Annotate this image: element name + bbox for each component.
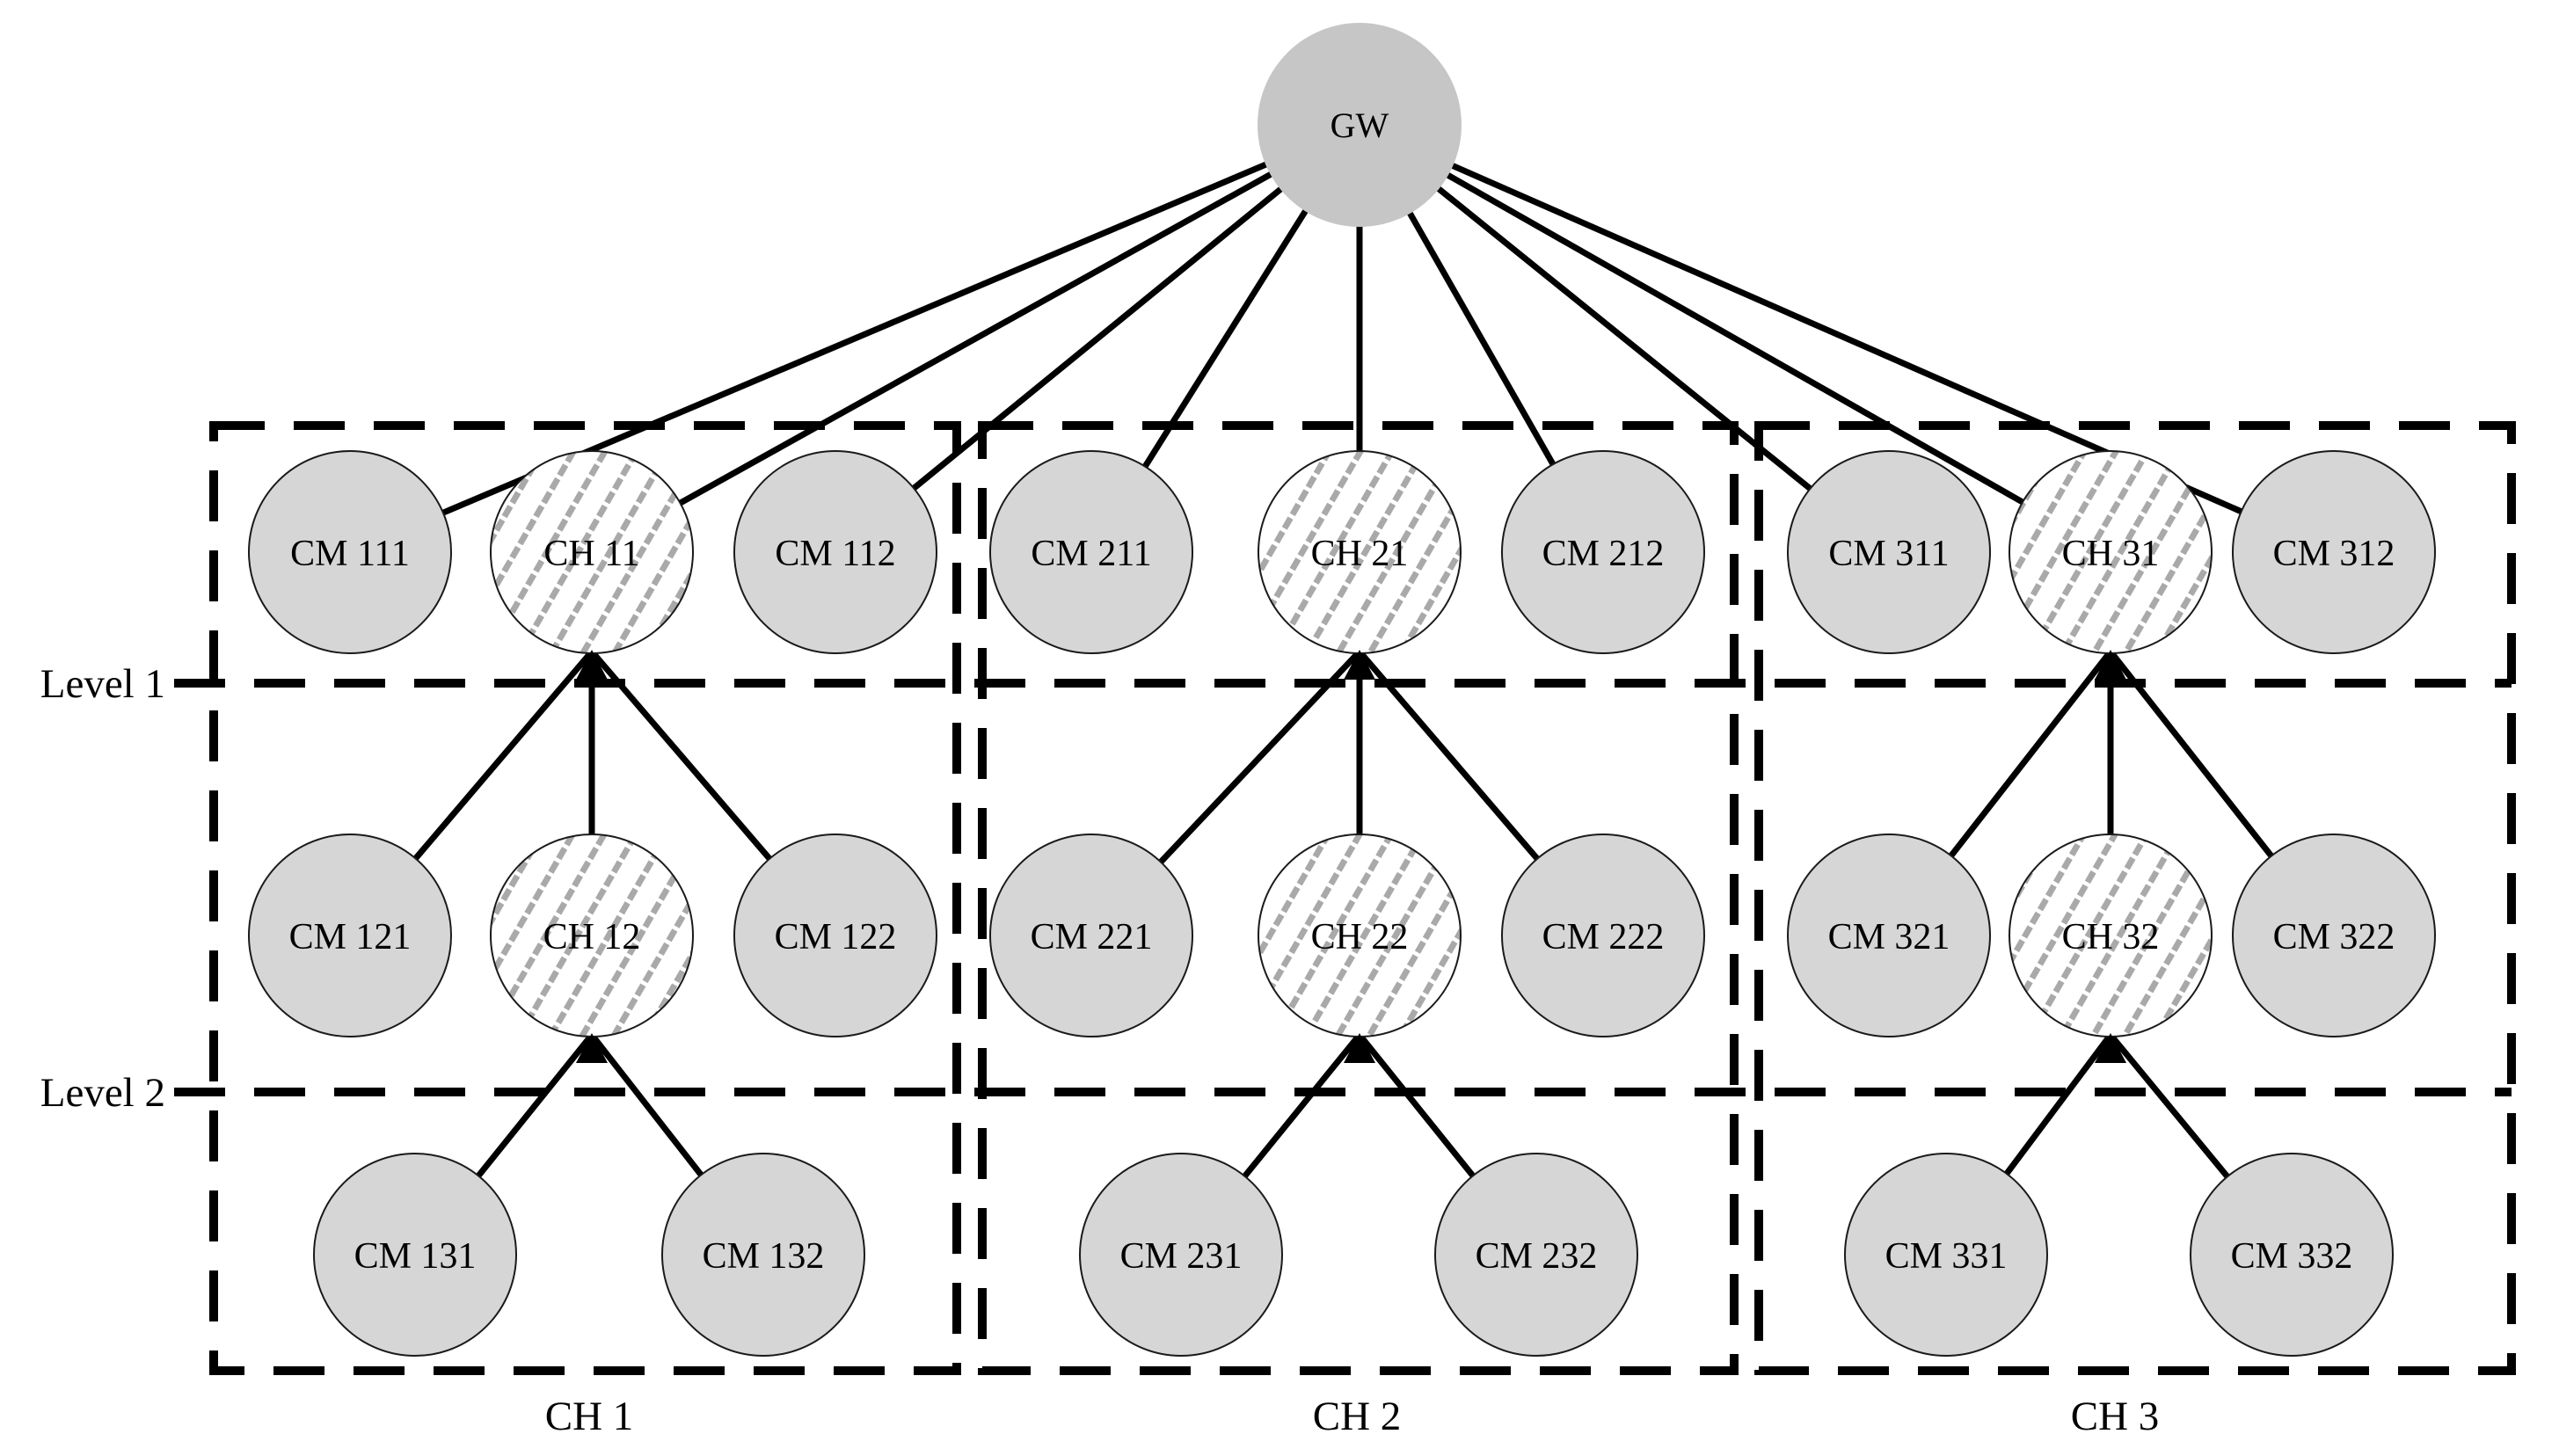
node-label-CM311: CM 311 bbox=[1828, 534, 1949, 574]
edge-GW-CM111 bbox=[348, 121, 1361, 556]
node-label-CM312: CM 312 bbox=[2273, 534, 2395, 574]
node-label-CH32: CH 32 bbox=[2062, 917, 2160, 957]
member-node-CM211 bbox=[989, 450, 1193, 654]
cluster-2-boundary-box bbox=[978, 421, 1739, 1375]
member-node-CM212 bbox=[1501, 450, 1705, 654]
node-label-CM112: CM 112 bbox=[775, 534, 895, 574]
node-label-CM212: CM 212 bbox=[1542, 534, 1665, 574]
arrowhead-into-CH12 bbox=[576, 1033, 608, 1063]
member-node-CM122 bbox=[733, 834, 937, 1037]
cluster-3-label: CH 3 bbox=[2071, 1394, 2160, 1439]
node-label-CM132: CM 132 bbox=[703, 1236, 825, 1277]
member-node-CM131 bbox=[313, 1153, 517, 1357]
member-node-CM121 bbox=[248, 834, 452, 1037]
member-node-CM222 bbox=[1501, 834, 1705, 1037]
node-label-CM322: CM 322 bbox=[2273, 917, 2395, 957]
member-node-CM321 bbox=[1787, 834, 1991, 1037]
node-label-CM122: CM 122 bbox=[775, 917, 897, 957]
cluster-3-boundary-box bbox=[1754, 421, 2516, 1375]
member-node-CM231 bbox=[1079, 1153, 1283, 1357]
node-label-CM221: CM 221 bbox=[1031, 917, 1153, 957]
node-label-CM111: CM 111 bbox=[290, 534, 410, 574]
node-label-CH12: CH 12 bbox=[543, 917, 641, 957]
member-node-CM232 bbox=[1434, 1153, 1638, 1357]
arrowhead-into-CH11 bbox=[576, 650, 608, 680]
node-label-GW: GW bbox=[1331, 106, 1389, 145]
edge-GW-CM112 bbox=[833, 122, 1362, 555]
level-1-label: Level 1 bbox=[40, 661, 165, 707]
member-node-CM312 bbox=[2232, 450, 2436, 654]
member-node-CM322 bbox=[2232, 834, 2436, 1037]
node-label-CM131: CM 131 bbox=[354, 1236, 477, 1277]
node-label-CM211: CM 211 bbox=[1031, 534, 1151, 574]
level-2-label: Level 2 bbox=[40, 1070, 165, 1116]
node-label-CH31: CH 31 bbox=[2062, 534, 2160, 574]
node-label-CH22: CH 22 bbox=[1311, 917, 1409, 957]
node-label-CH11: CH 11 bbox=[543, 534, 639, 574]
edge-GW-CH31 bbox=[1358, 121, 2112, 556]
node-label-CM232: CM 232 bbox=[1476, 1236, 1598, 1277]
member-node-CM111 bbox=[248, 450, 452, 654]
edge-GW-CM311 bbox=[1357, 122, 1892, 555]
arrowhead-into-CH31 bbox=[2095, 650, 2126, 680]
arrowhead-into-CH21 bbox=[1344, 650, 1375, 680]
node-label-CM331: CM 331 bbox=[1885, 1236, 2008, 1277]
member-node-CM221 bbox=[989, 834, 1193, 1037]
cluster-1-label: CH 1 bbox=[545, 1394, 634, 1439]
node-label-CM321: CM 321 bbox=[1828, 917, 1950, 957]
node-label-CM222: CM 222 bbox=[1542, 917, 1665, 957]
edge-GW-CH11 bbox=[590, 121, 1361, 556]
node-label-CM231: CM 231 bbox=[1120, 1236, 1243, 1277]
member-node-CM112 bbox=[733, 450, 937, 654]
arrowhead-into-CH22 bbox=[1344, 1033, 1375, 1063]
member-node-CM311 bbox=[1787, 450, 1991, 654]
member-node-CM331 bbox=[1844, 1153, 2048, 1357]
member-node-CM132 bbox=[661, 1153, 865, 1357]
arrowhead-into-CH32 bbox=[2095, 1033, 2126, 1063]
node-label-CH21: CH 21 bbox=[1311, 534, 1409, 574]
cluster-1-boundary-box bbox=[209, 421, 961, 1375]
node-label-CM332: CM 332 bbox=[2231, 1236, 2353, 1277]
cluster-2-label: CH 2 bbox=[1313, 1394, 1402, 1439]
gateway-node bbox=[1258, 23, 1462, 227]
member-node-CM332 bbox=[2190, 1153, 2394, 1357]
node-label-CM121: CM 121 bbox=[289, 917, 412, 957]
